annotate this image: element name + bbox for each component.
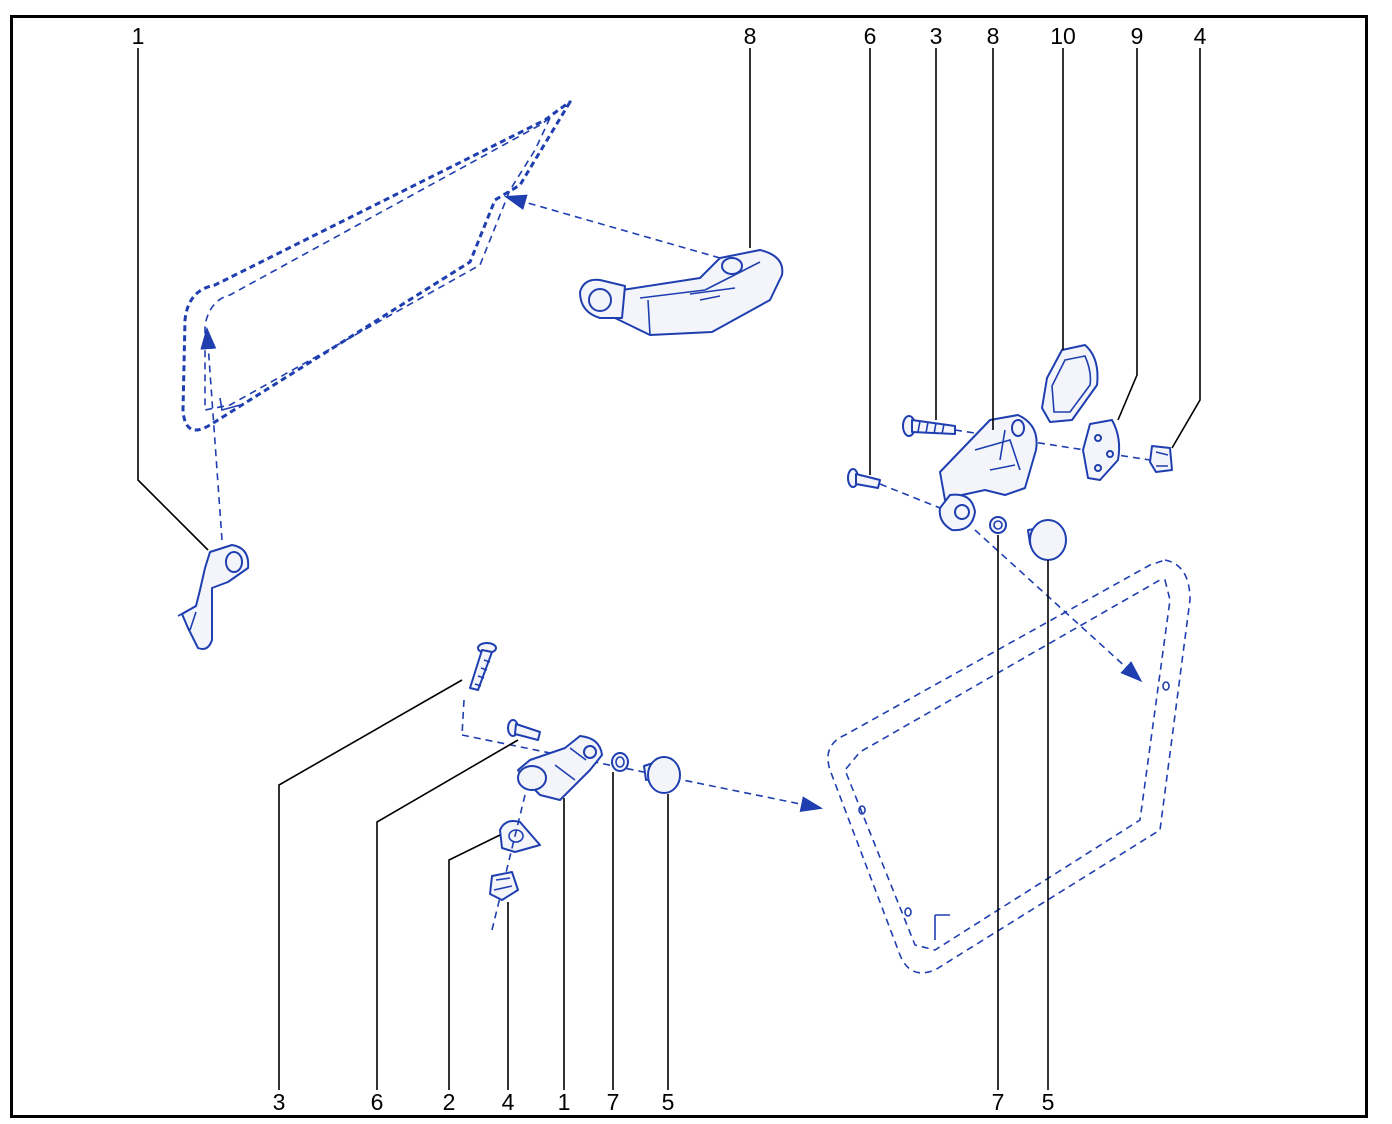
assembly-line-3-lower xyxy=(461,699,465,736)
callout-8-top-right: 8 xyxy=(987,23,1000,49)
washer-part-7-right xyxy=(989,516,1007,534)
gasket-part-10 xyxy=(1041,344,1099,423)
callout-7-bottom: 7 xyxy=(607,1089,620,1115)
assembly-arrow-lower xyxy=(461,734,824,813)
assembly-arrow-right xyxy=(974,529,1143,683)
callout-5-bottom: 5 xyxy=(662,1089,675,1115)
lower-door-glass-outline xyxy=(827,559,1191,974)
nut-part-4-lower xyxy=(489,871,519,901)
callout-6-bottom: 6 xyxy=(371,1089,384,1115)
screw-part-6-right xyxy=(847,468,881,489)
callout-3-bottom: 3 xyxy=(273,1089,286,1115)
assembly-arrow-top xyxy=(503,194,721,259)
bolt-part-3-lower xyxy=(469,642,497,691)
hinge-bracket-part-1-upper xyxy=(177,544,250,650)
callout-4-top: 4 xyxy=(1194,23,1207,49)
plate-part-2 xyxy=(499,820,541,853)
cap-part-5-lower xyxy=(643,756,681,794)
assembly-arrow-upper-left xyxy=(200,326,223,541)
callout-3-top: 3 xyxy=(930,23,943,49)
callout-2-bottom: 2 xyxy=(443,1089,456,1115)
top-callouts: 1 8 6 3 8 10 9 4 xyxy=(132,23,1207,49)
callout-10-top: 10 xyxy=(1050,23,1076,49)
callout-8-top: 8 xyxy=(744,23,757,49)
callout-5-bottom-right: 5 xyxy=(1042,1089,1055,1115)
assembly-line-3-right xyxy=(954,429,1151,461)
upper-door-glass-outline xyxy=(181,100,572,432)
bottom-callouts: 3 6 2 4 1 7 5 7 5 xyxy=(273,1089,1055,1115)
washer-part-7-lower xyxy=(611,752,629,772)
door-hinge-part-8-top xyxy=(579,249,784,336)
screw-part-6-lower xyxy=(507,719,541,741)
nut-part-4-right xyxy=(1149,445,1173,473)
callout-7-bottom-right: 7 xyxy=(992,1089,1005,1115)
assembly-line-6-right xyxy=(879,483,946,511)
callout-6-top: 6 xyxy=(864,23,877,49)
leader-lines xyxy=(137,48,1201,1090)
callout-1-bottom: 1 xyxy=(558,1089,571,1115)
door-hinge-part-8-right xyxy=(938,414,1038,532)
bolt-part-3-right xyxy=(902,415,956,437)
hinge-bracket-part-1-lower xyxy=(517,735,603,801)
callout-4-bottom: 4 xyxy=(502,1089,515,1115)
callout-9-top: 9 xyxy=(1131,23,1144,49)
callout-1-top: 1 xyxy=(132,23,145,49)
cap-part-5-right xyxy=(1027,519,1067,561)
plate-part-9 xyxy=(1082,419,1121,481)
